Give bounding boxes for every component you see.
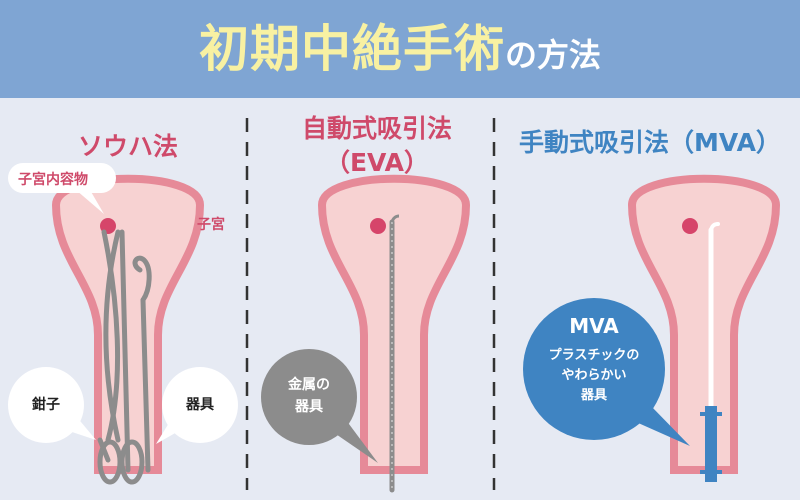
metal-bubble-line1: 金属の bbox=[288, 377, 330, 393]
method-title-eva-line1: 自動式吸引法 bbox=[301, 114, 452, 143]
uterine-contents-marker-2 bbox=[370, 218, 386, 234]
header-banner bbox=[0, 0, 800, 98]
label-uterus: 子宮 bbox=[197, 217, 225, 233]
mva-bubble bbox=[523, 298, 690, 446]
mva-bubble-line3: 器具 bbox=[580, 388, 607, 403]
method-title-dc: ソウハ法 bbox=[77, 132, 178, 161]
forceps-instrument bbox=[97, 229, 145, 485]
metal-bubble-text: 金属の 器具 bbox=[269, 374, 349, 418]
plastic-cannula-instrument bbox=[700, 222, 722, 482]
label-instrument: 器具 bbox=[186, 397, 214, 413]
curette-instrument bbox=[119, 229, 152, 473]
method-title-mva: 手動式吸引法（MVA） bbox=[519, 128, 781, 157]
contents-label-bubble bbox=[8, 163, 116, 214]
label-forceps: 鉗子 bbox=[32, 397, 60, 413]
mva-bubble-line2: やわらかい bbox=[561, 368, 627, 383]
mva-bubble-heading: MVA bbox=[569, 314, 619, 338]
page-title: 初期中絶手術の方法 bbox=[0, 14, 800, 84]
mva-bubble-text: MVA プラスチックの やわらかい 器具 bbox=[534, 312, 654, 406]
label-uterine-contents: 子宮内容物 bbox=[18, 172, 88, 188]
title-suffix: の方法 bbox=[504, 36, 601, 74]
forceps-bubble bbox=[8, 367, 96, 443]
metal-cannula-instrument bbox=[389, 214, 400, 493]
metal-bubble bbox=[261, 349, 378, 463]
method-title-eva-line2: （EVA） bbox=[324, 148, 430, 177]
method-title-eva: 自動式吸引法 （EVA） bbox=[272, 112, 482, 180]
title-main: 初期中絶手術 bbox=[198, 20, 505, 78]
instrument-bubble bbox=[156, 367, 238, 444]
metal-bubble-line2: 器具 bbox=[295, 399, 323, 415]
mva-bubble-line1: プラスチックの bbox=[548, 348, 640, 363]
uterine-contents-marker-3 bbox=[682, 218, 698, 234]
